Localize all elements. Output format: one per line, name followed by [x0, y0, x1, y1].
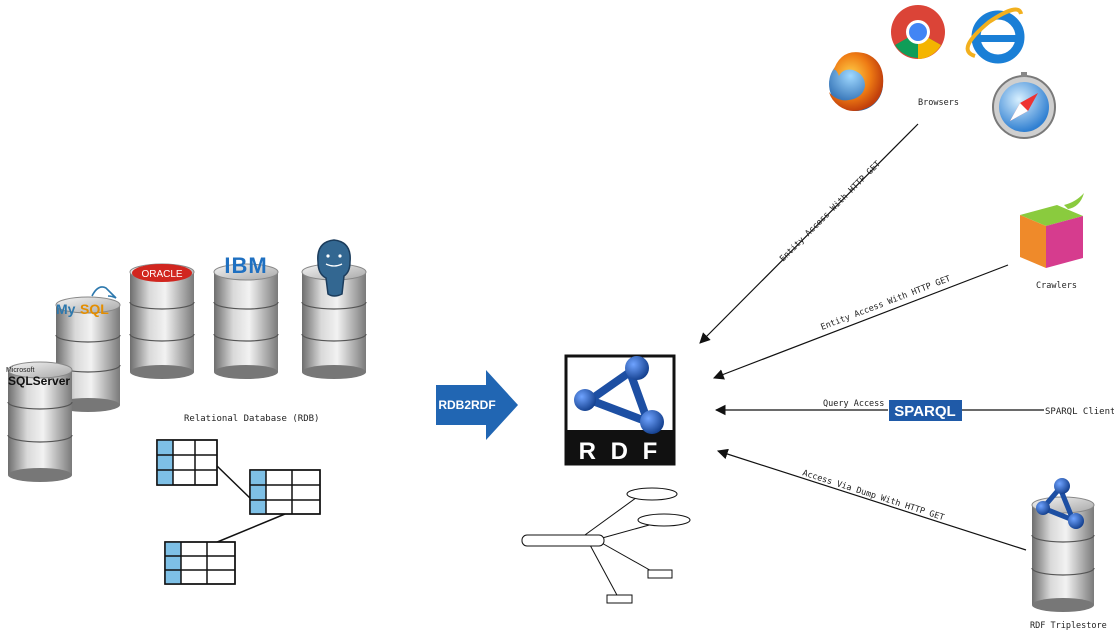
- graph-node-b: [637, 513, 691, 527]
- dolphin-icon: [91, 286, 117, 299]
- sqlserver-logo: Microsoft SQLServer: [6, 367, 70, 388]
- graph-node-c: [647, 569, 673, 579]
- mysql-sql-text: SQL: [80, 301, 109, 317]
- sparql-logo-text: SPARQL: [894, 403, 955, 420]
- crawlers-label: Crawlers: [1036, 281, 1077, 291]
- access-arrows: [699, 123, 1044, 551]
- arrow-crawlers: [712, 264, 1009, 380]
- ie-icon: [965, 7, 1025, 64]
- arrow-label-browsers: Entity Access With HTTP GET: [778, 159, 883, 264]
- arrow-triplestore: [716, 448, 1027, 551]
- rdf-logo: R D F: [564, 354, 676, 466]
- sqlserver-cylinder: [7, 361, 73, 482]
- firefox-icon: [829, 52, 884, 111]
- rdf-text: R D F: [579, 438, 662, 465]
- oracle-text: ORACLE: [141, 269, 182, 280]
- sparql-logo: SPARQL: [889, 400, 962, 421]
- mysql-my-text: My: [56, 301, 76, 317]
- db-cylinders: [7, 263, 367, 482]
- browsers-label: Browsers: [918, 98, 959, 108]
- sparql-client-label: SPARQL Client: [1045, 407, 1114, 417]
- rdf-molecule-icon: [1036, 478, 1084, 529]
- rdb-label: Relational Database (RDB): [184, 414, 319, 424]
- safari-icon: [992, 72, 1056, 139]
- arrow-browsers: [699, 123, 919, 344]
- arrow-label-triplestore: Access Via Dump With HTTP GET: [801, 468, 945, 523]
- schema-table-2: [249, 469, 321, 515]
- rdb2rdf-label: RDB2RDF: [438, 398, 495, 412]
- crawler-box-icon: [1020, 193, 1084, 268]
- schema-table-1: [156, 439, 218, 486]
- chrome-icon: [891, 5, 945, 59]
- graph-node-a: [626, 487, 678, 501]
- sqlserver-text: SQLServer: [8, 374, 70, 388]
- oracle-logo: ORACLE: [132, 264, 192, 282]
- ibm-logo: IBM: [224, 253, 267, 278]
- table-schema: [156, 439, 321, 585]
- triplestore-label: RDF Triplestore: [1030, 621, 1107, 631]
- arrow-label-crawlers: Entity Access With HTTP GET: [819, 274, 952, 333]
- rdb2rdf-arrow: RDB2RDF: [436, 370, 518, 440]
- postgres-elephant-icon: [317, 239, 351, 297]
- arrow-label-sparql: Query Access: [823, 399, 884, 409]
- graph-node-d: [606, 594, 633, 604]
- graph-node-root: [521, 534, 605, 547]
- triplestore-cylinder: [1031, 496, 1095, 612]
- ibm-cylinder: [213, 263, 279, 379]
- ibm-text: IBM: [224, 253, 267, 278]
- mysql-logo: My SQL: [56, 286, 117, 317]
- microsoft-text: Microsoft: [6, 367, 34, 374]
- schema-table-3: [164, 541, 236, 585]
- rdf-graph: [521, 487, 691, 604]
